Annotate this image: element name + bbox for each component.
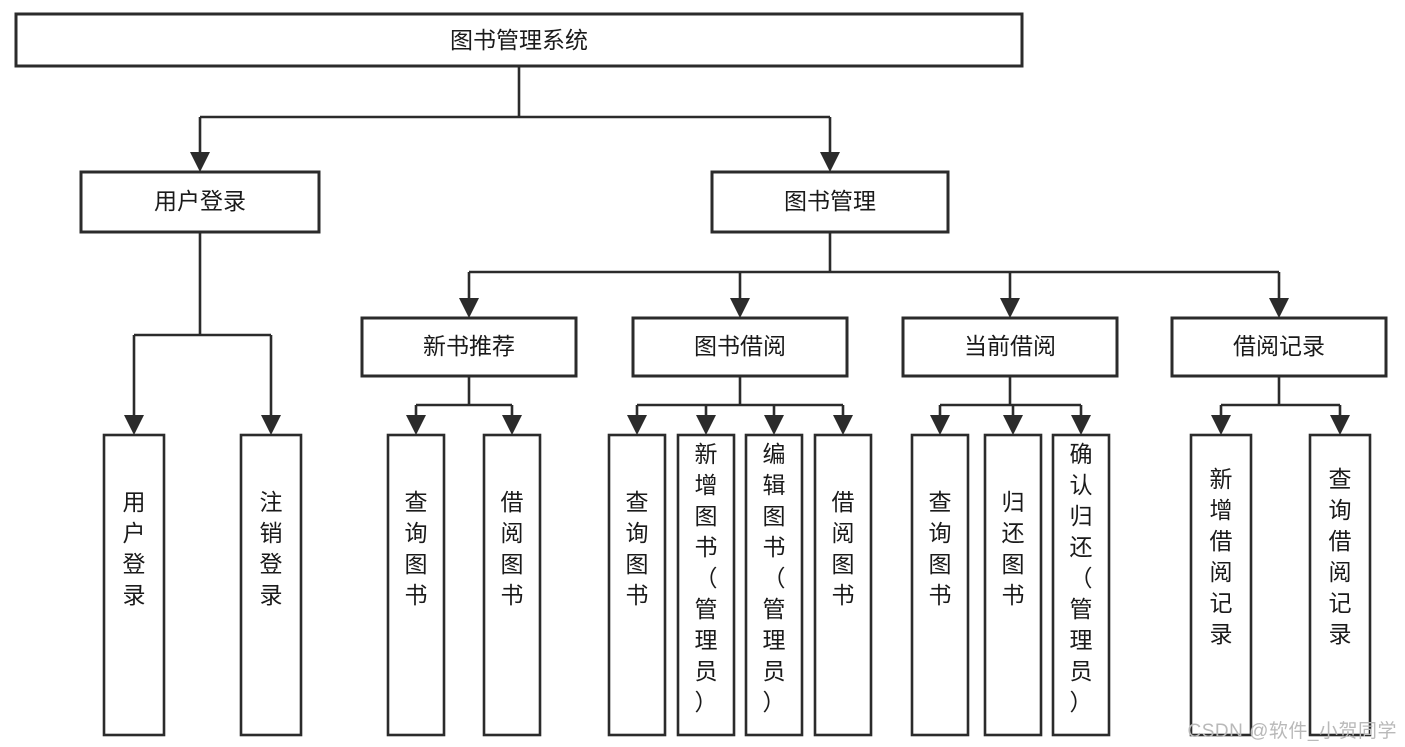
node-leaf-rec-search[interactable]: 查询借阅记录 xyxy=(1308,433,1372,737)
arrow-head-leaf-brw-edit xyxy=(764,415,784,435)
arrow-head-leaf-rec-add xyxy=(1211,415,1231,435)
arrow-head-leaf-user-logout xyxy=(261,415,281,435)
node-book-borrow-label: 图书借阅 xyxy=(694,333,786,359)
node-leaf-cur-query[interactable]: 查询图书 xyxy=(910,433,970,737)
node-user-login-box[interactable] xyxy=(79,170,321,234)
node-leaf-brw-borrow-label: 借阅图书 xyxy=(832,489,855,608)
arrow-head-leaf-rec-borrow xyxy=(502,415,522,435)
node-leaf-rec-borrow[interactable]: 借阅图书 xyxy=(482,433,542,737)
node-book-manage-label: 图书管理 xyxy=(784,188,876,214)
node-leaf-brw-query-box[interactable] xyxy=(607,433,667,737)
node-leaf-cur-confirm[interactable]: 确认归还（管理员） xyxy=(1051,433,1111,737)
arrow-head-borrow-record xyxy=(1269,298,1289,318)
node-leaf-rec-borrow-label: 借阅图书 xyxy=(501,489,524,608)
node-leaf-cur-confirm-label: 确认归还（管理员） xyxy=(1070,441,1093,715)
node-leaf-user-login-label: 用户登录 xyxy=(123,489,146,608)
node-leaf-brw-edit[interactable]: 编辑图书（管理员） xyxy=(744,433,804,737)
node-leaf-user-login-box[interactable] xyxy=(102,433,166,737)
arrow-head-new-book-rec xyxy=(459,298,479,318)
arrow-head-leaf-brw-borrow xyxy=(833,415,853,435)
node-leaf-brw-edit-box[interactable] xyxy=(744,433,804,737)
node-leaf-rec-borrow-box[interactable] xyxy=(482,433,542,737)
node-current-borrow-box[interactable] xyxy=(901,316,1119,378)
node-borrow-record[interactable]: 借阅记录 xyxy=(1170,316,1388,378)
node-new-book-rec[interactable]: 新书推荐 xyxy=(360,316,578,378)
node-current-borrow[interactable]: 当前借阅 xyxy=(901,316,1119,378)
arrow-head-leaf-brw-query xyxy=(627,415,647,435)
node-leaf-cur-query-box[interactable] xyxy=(910,433,970,737)
node-leaf-cur-return[interactable]: 归还图书 xyxy=(983,433,1043,737)
node-leaf-cur-return-label: 归还图书 xyxy=(1002,489,1025,608)
node-leaf-brw-borrow-box[interactable] xyxy=(813,433,873,737)
node-leaf-brw-add[interactable]: 新增图书（管理员） xyxy=(676,433,736,737)
node-book-borrow-box[interactable] xyxy=(631,316,849,378)
node-root[interactable]: 图书管理系统 xyxy=(14,12,1024,68)
node-leaf-rec-add-box[interactable] xyxy=(1189,433,1253,737)
node-borrow-record-label: 借阅记录 xyxy=(1233,333,1325,359)
node-book-borrow[interactable]: 图书借阅 xyxy=(631,316,849,378)
node-leaf-rec-query[interactable]: 查询图书 xyxy=(386,433,446,737)
node-leaf-cur-query-label: 查询图书 xyxy=(929,489,952,608)
node-leaf-user-login[interactable]: 用户登录 xyxy=(102,433,166,737)
arrow-head-book-manage xyxy=(820,152,840,172)
node-new-book-rec-label: 新书推荐 xyxy=(423,333,515,359)
node-leaf-brw-add-label: 新增图书（管理员） xyxy=(695,441,718,715)
connector-layer xyxy=(124,66,1350,435)
node-borrow-record-box[interactable] xyxy=(1170,316,1388,378)
node-leaf-user-logout[interactable]: 注销登录 xyxy=(239,433,303,737)
node-new-book-rec-box[interactable] xyxy=(360,316,578,378)
node-leaf-rec-add[interactable]: 新增借阅记录 xyxy=(1189,433,1253,737)
node-leaf-rec-add-label: 新增借阅记录 xyxy=(1210,466,1233,647)
node-user-login[interactable]: 用户登录 xyxy=(79,170,321,234)
node-leaf-rec-search-box[interactable] xyxy=(1308,433,1372,737)
node-current-borrow-label: 当前借阅 xyxy=(964,333,1056,359)
node-leaf-brw-query[interactable]: 查询图书 xyxy=(607,433,667,737)
node-leaf-brw-query-label: 查询图书 xyxy=(626,489,649,608)
arrow-head-book-borrow xyxy=(730,298,750,318)
node-leaf-brw-edit-label: 编辑图书（管理员） xyxy=(763,441,786,715)
node-leaf-cur-confirm-box[interactable] xyxy=(1051,433,1111,737)
arrow-head-leaf-user-login xyxy=(124,415,144,435)
arrow-head-leaf-rec-search xyxy=(1330,415,1350,435)
node-root-label: 图书管理系统 xyxy=(450,27,588,53)
arrow-head-leaf-cur-return xyxy=(1003,415,1023,435)
node-leaf-rec-query-label: 查询图书 xyxy=(405,489,428,608)
node-leaf-brw-add-box[interactable] xyxy=(676,433,736,737)
node-leaf-rec-search-label: 查询借阅记录 xyxy=(1329,466,1352,647)
node-leaf-brw-borrow[interactable]: 借阅图书 xyxy=(813,433,873,737)
arrow-head-leaf-cur-confirm xyxy=(1071,415,1091,435)
node-root-box[interactable] xyxy=(14,12,1024,68)
arrow-head-leaf-brw-add xyxy=(696,415,716,435)
node-leaf-cur-return-box[interactable] xyxy=(983,433,1043,737)
node-leaf-user-logout-box[interactable] xyxy=(239,433,303,737)
arrow-head-leaf-rec-query xyxy=(406,415,426,435)
node-book-manage[interactable]: 图书管理 xyxy=(710,170,950,234)
arrow-head-user-login xyxy=(190,152,210,172)
node-user-login-label: 用户登录 xyxy=(154,188,246,214)
arrow-head-leaf-cur-query xyxy=(930,415,950,435)
node-book-manage-box[interactable] xyxy=(710,170,950,234)
arrow-head-current-borrow xyxy=(1000,298,1020,318)
node-leaf-rec-query-box[interactable] xyxy=(386,433,446,737)
node-leaf-user-logout-label: 注销登录 xyxy=(260,489,283,608)
